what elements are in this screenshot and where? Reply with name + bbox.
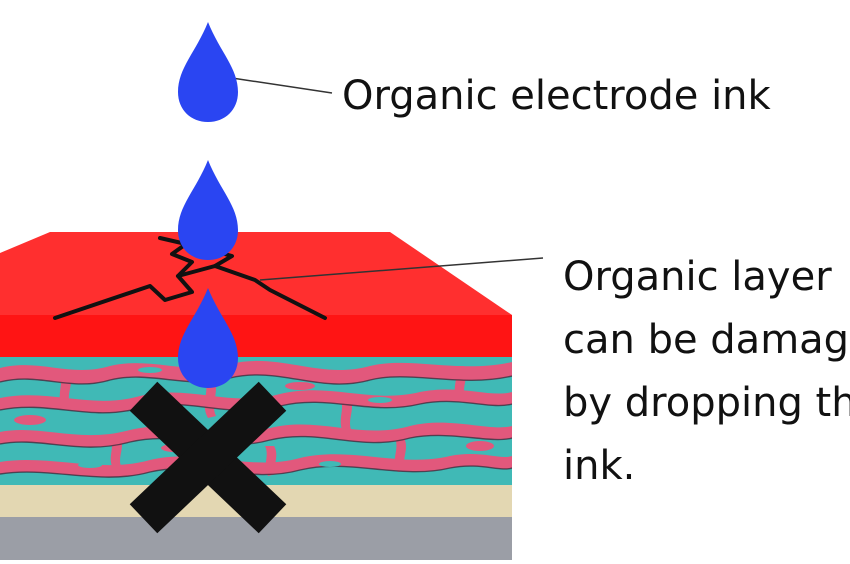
organic-layer-label-line: ink.: [563, 443, 636, 489]
cross-mark-icon: [129, 381, 287, 534]
organic-layer-label: Organic layer can be damaged by dropping…: [563, 246, 850, 498]
ink-label: Organic electrode ink: [342, 73, 771, 119]
organic-layer-label-line: Organic layer: [563, 254, 832, 300]
ink-drop-icon: [178, 160, 238, 260]
organic-layer-front: [0, 315, 512, 357]
organic-layer-top: [0, 232, 512, 315]
ink-drop-icon: [178, 288, 238, 388]
ink-drop-icon: [178, 22, 238, 122]
organic-layer-label-line: can be damaged: [563, 317, 850, 363]
organic-layer-label-line: by dropping the: [563, 380, 850, 426]
ink-leader-line: [231, 77, 333, 94]
layer-leader-line: [259, 257, 544, 281]
